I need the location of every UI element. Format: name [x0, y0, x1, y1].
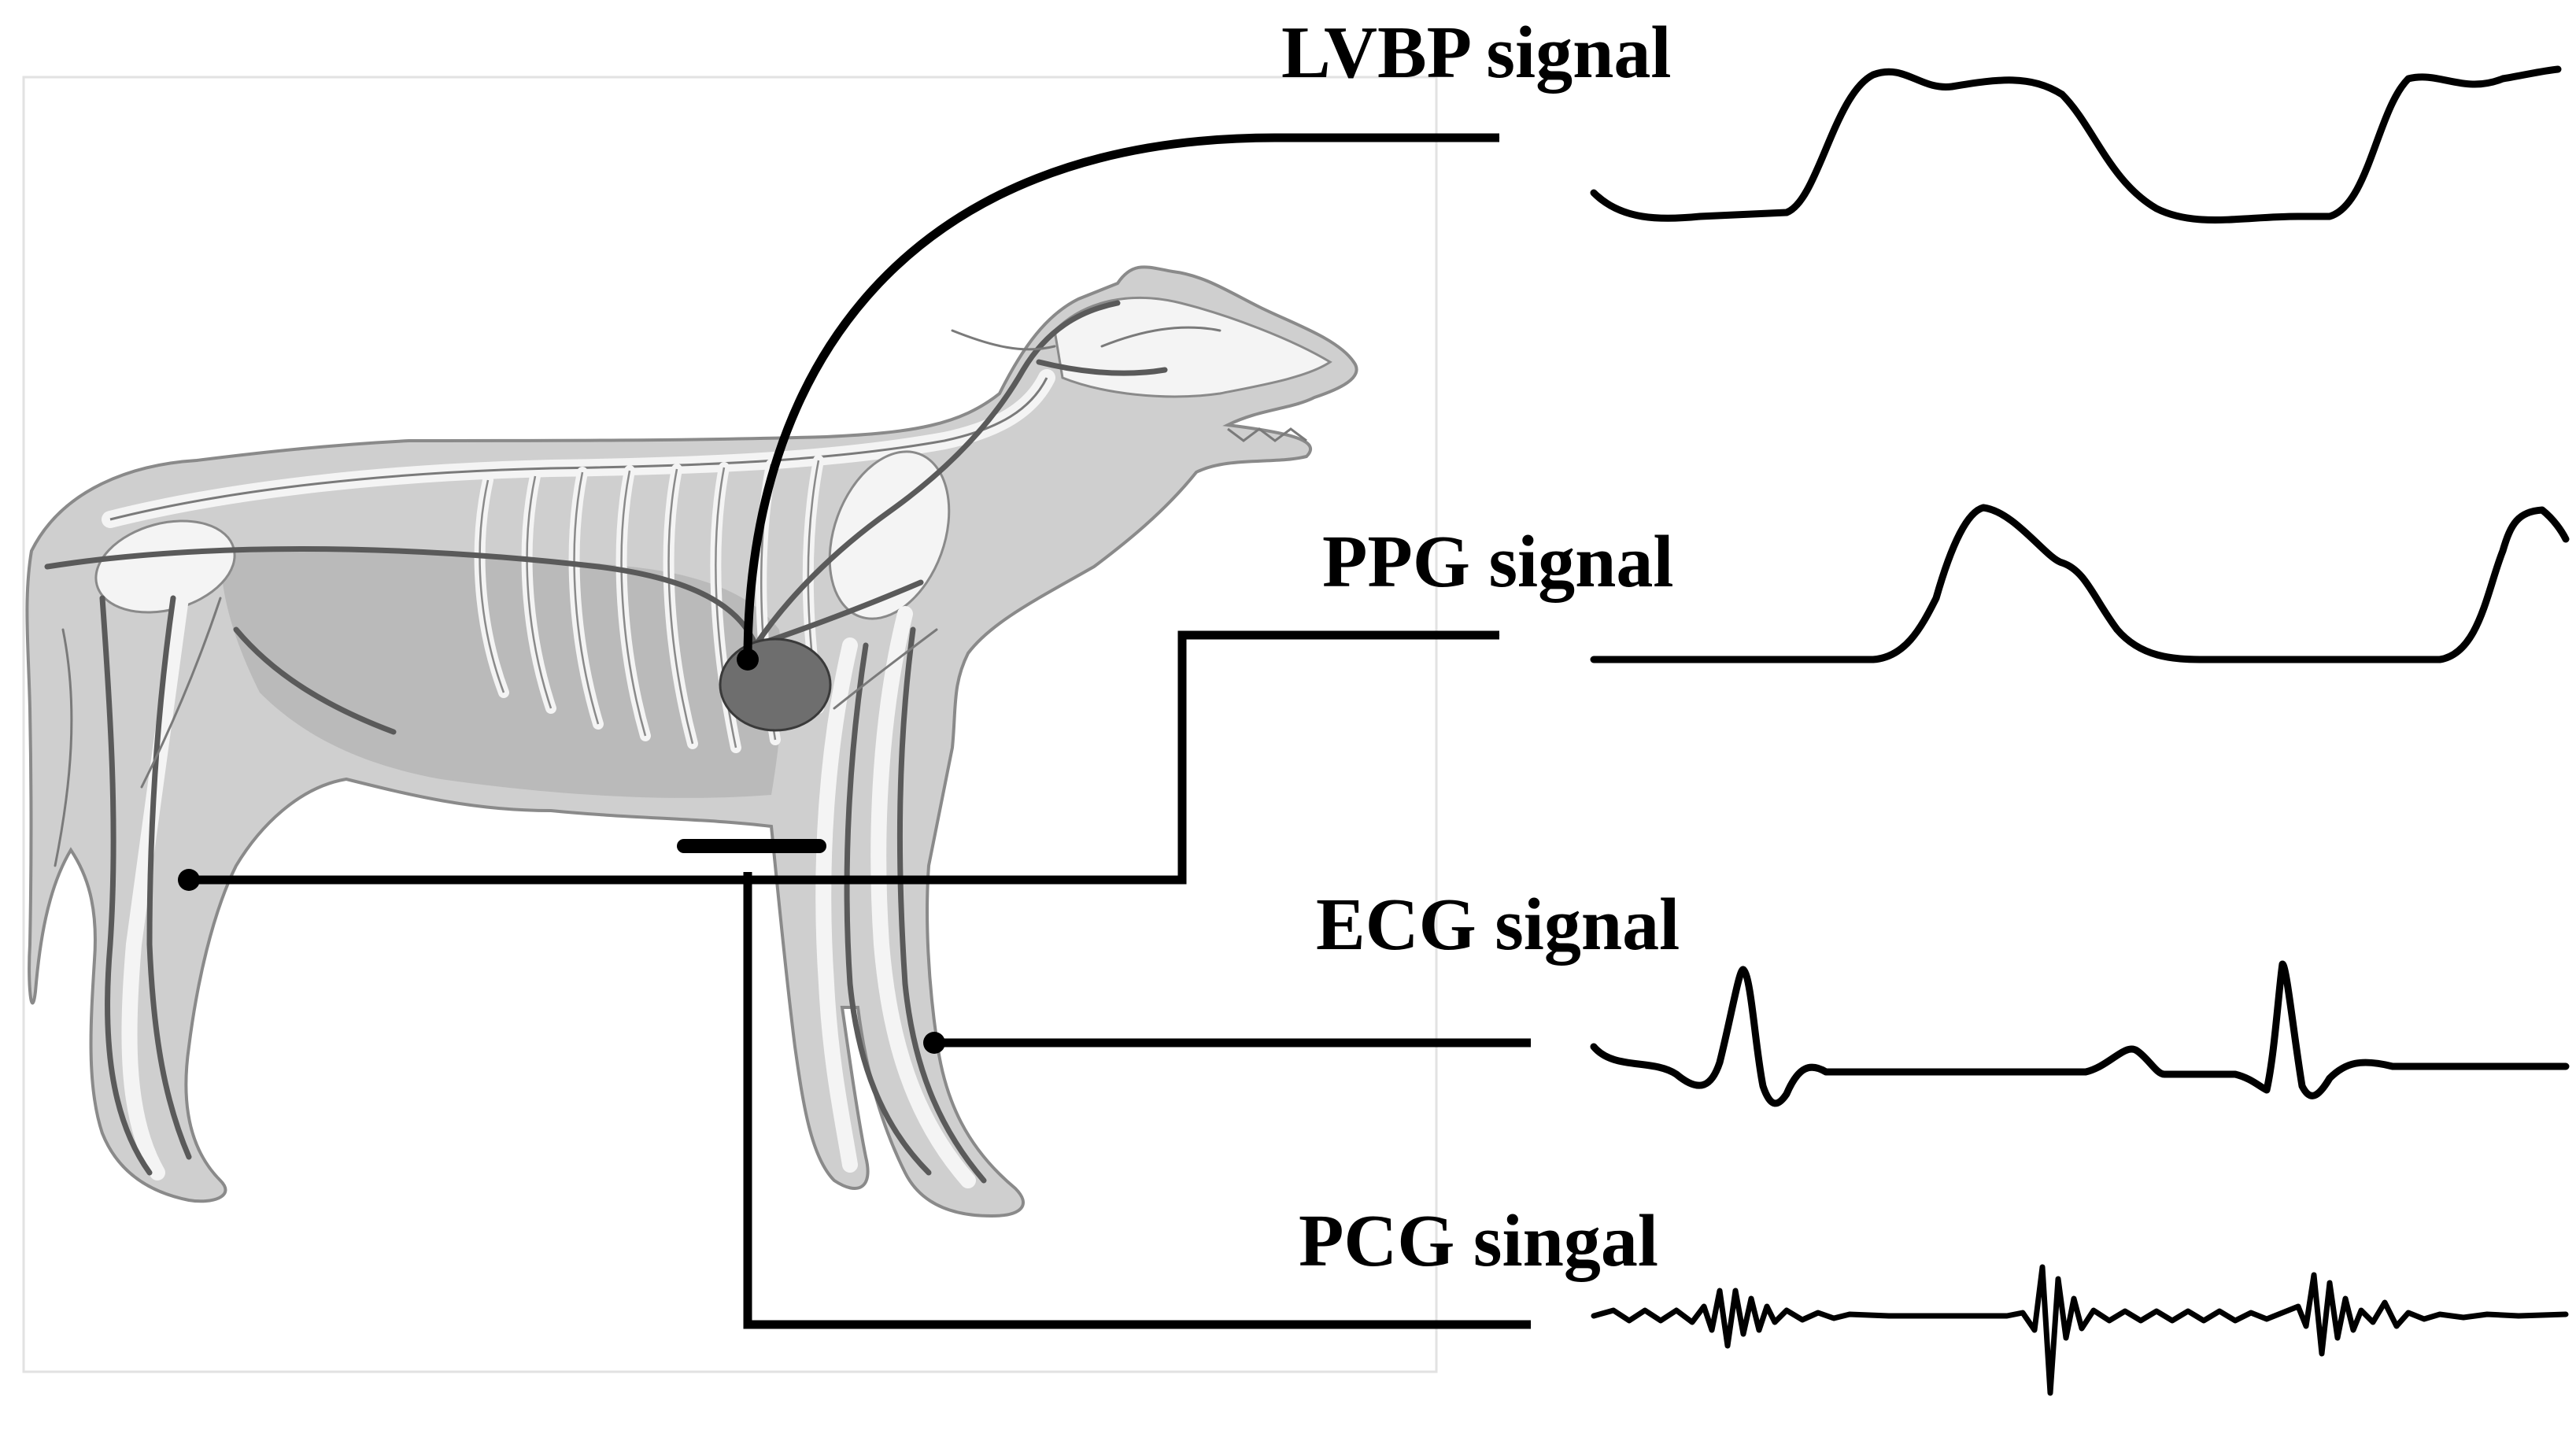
ecg-waveform [1590, 960, 2570, 1107]
electrode-bar [677, 839, 826, 853]
dog-illustration [25, 265, 1358, 1218]
illustration-frame [22, 76, 1438, 1373]
pcg-connector [743, 872, 1532, 1329]
ppg-signal-label: PPG signal [1322, 521, 1674, 603]
dog-heart [719, 637, 832, 732]
ppg-connector [189, 630, 1500, 885]
ecg-signal-label: ECG signal [1316, 884, 1680, 966]
lvbp-signal-label: LVBP signal [1281, 12, 1672, 94]
connector-dots [178, 648, 945, 1054]
dog-vessels-fine [54, 326, 1221, 867]
lvbp-connector [743, 133, 1500, 660]
dog-teeth [1227, 427, 1307, 442]
hind-leg-sensor-dot [178, 869, 200, 891]
dog-vessels [44, 300, 1168, 1184]
pcg-waveform [1591, 1264, 2569, 1396]
ppg-waveform [1590, 504, 2570, 663]
lvbp-waveform [1590, 65, 2562, 224]
dog-leg-bones [121, 590, 976, 1188]
pcg-signal-label: PCG singal [1299, 1200, 1659, 1282]
dog-scapula [828, 450, 951, 620]
front-leg-sensor-dot [923, 1032, 945, 1054]
heart-sensor-dot [737, 648, 759, 671]
connectors [189, 133, 1532, 1329]
